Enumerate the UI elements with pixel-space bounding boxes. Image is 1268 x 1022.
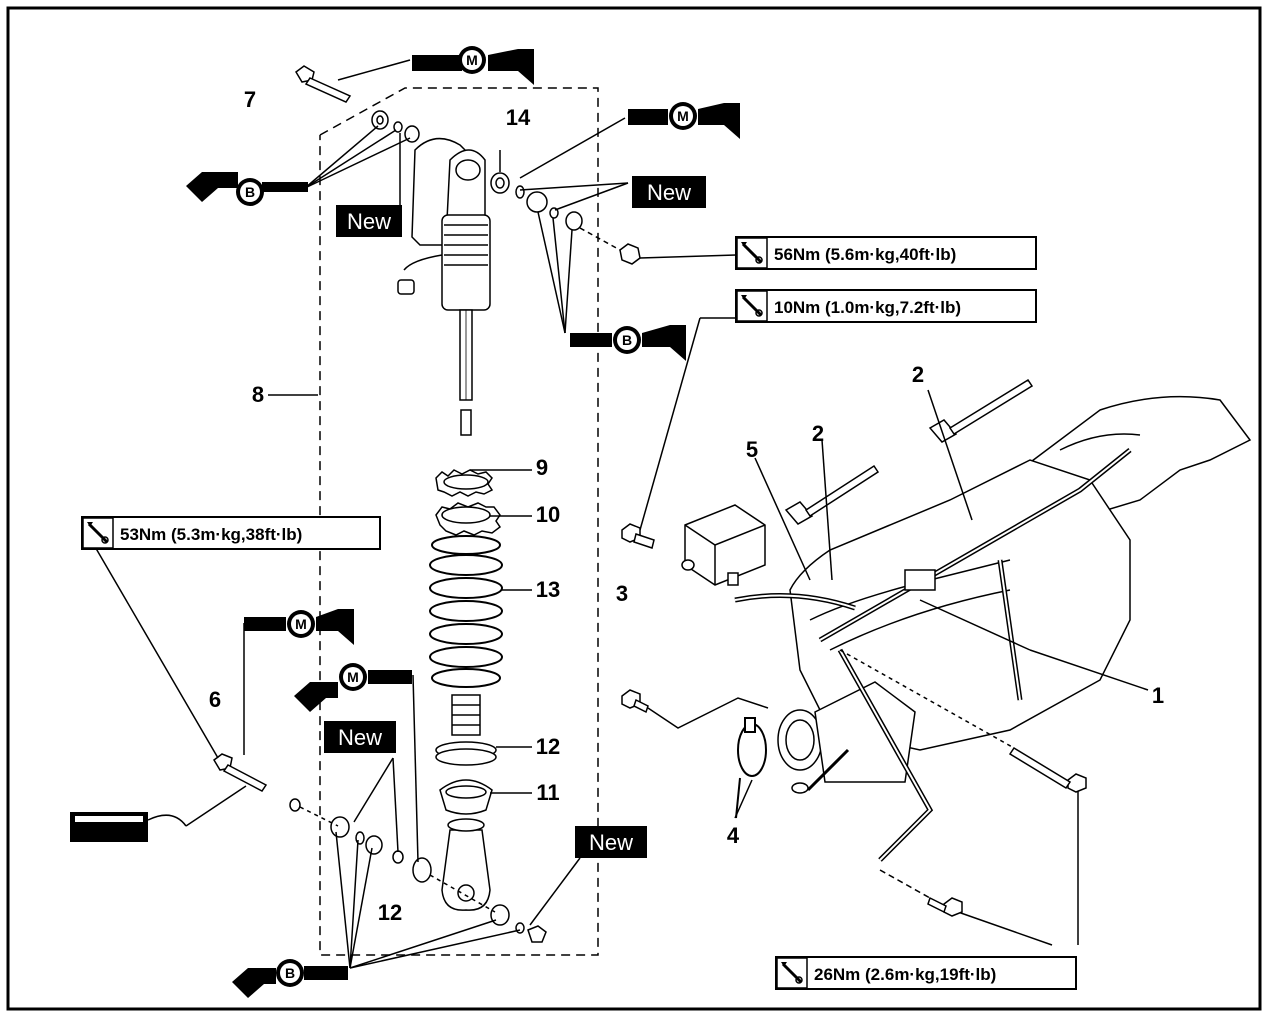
svg-text:B: B — [245, 184, 255, 200]
svg-text:10Nm (1.0m·kg,7.2ft·lb): 10Nm (1.0m·kg,7.2ft·lb) — [774, 298, 961, 317]
callout-10: 10 — [536, 502, 560, 527]
svg-text:New: New — [347, 209, 391, 234]
lower-hardware — [213, 753, 547, 943]
torque-box-53nm: 53Nm (5.3m·kg,38ft·lb) — [81, 516, 381, 550]
clamp-4 — [735, 717, 767, 819]
bolt-7 — [295, 65, 352, 103]
callout-13: 13 — [536, 577, 560, 602]
svg-text:B: B — [622, 332, 632, 348]
torque-box-10nm: 10Nm (1.0m·kg,7.2ft·lb) — [735, 289, 1037, 323]
part-5-box — [681, 504, 766, 586]
shock-absorber — [397, 137, 491, 436]
callout-14: 14 — [506, 105, 531, 130]
assembly-dashed-box — [319, 87, 599, 956]
svg-text:B: B — [285, 965, 295, 981]
moly-grease-icon-mid-left: M — [244, 609, 354, 645]
upper-hardware-right — [490, 172, 641, 265]
ring-nut-10 — [435, 502, 502, 536]
callout-numbers: 1 2 2 3 4 5 6 7 8 9 10 11 12 12 13 14 — [209, 87, 1164, 925]
moly-grease-icon-mid: M — [294, 663, 412, 712]
svg-text:56Nm (5.6m·kg,40ft·lb): 56Nm (5.6m·kg,40ft·lb) — [774, 245, 956, 264]
bolt-frame-long — [839, 649, 1087, 793]
cable-tie-2a — [784, 464, 880, 525]
new-label-upper-right: New — [632, 176, 706, 208]
svg-text:New: New — [338, 725, 382, 750]
ring-nut-9 — [435, 469, 494, 497]
callout-9: 9 — [536, 455, 548, 480]
callout-2-left: 2 — [812, 421, 824, 446]
moly-grease-icon-right: M — [628, 102, 740, 139]
svg-text:M: M — [347, 669, 359, 685]
damper-lower — [435, 694, 497, 911]
bearing-grease-icon-bottom: B — [232, 959, 348, 998]
moly-grease-icon-top: M — [412, 46, 534, 85]
cable-tie-2b — [928, 378, 1034, 443]
svg-text:M: M — [466, 52, 478, 68]
grease-tool-icon — [70, 785, 247, 842]
torque-box-56nm: 56Nm (5.6m·kg,40ft·lb) — [735, 236, 1037, 270]
bolt-frame-bottom — [879, 869, 963, 917]
bolt-airbox-left — [621, 689, 769, 729]
svg-text:New: New — [647, 180, 691, 205]
callout-4: 4 — [727, 823, 740, 848]
callout-12-right: 12 — [536, 734, 560, 759]
bearing-grease-icon-upper-left: B — [186, 172, 308, 206]
svg-text:M: M — [295, 616, 307, 632]
spring-13 — [429, 535, 503, 688]
callout-8: 8 — [252, 382, 264, 407]
callout-6: 6 — [209, 687, 221, 712]
leader-lines — [93, 59, 1079, 969]
svg-text:M: M — [677, 108, 689, 124]
svg-text:26Nm (2.6m·kg,19ft·lb): 26Nm (2.6m·kg,19ft·lb) — [814, 965, 996, 984]
callout-12-left: 12 — [378, 900, 402, 925]
svg-text:New: New — [589, 830, 633, 855]
callout-5: 5 — [746, 437, 758, 462]
callout-2-right: 2 — [912, 362, 924, 387]
callout-11: 11 — [536, 780, 559, 805]
callout-3: 3 — [616, 581, 628, 606]
new-label-lower-left: New — [324, 721, 396, 753]
new-label-upper-left: New — [336, 205, 402, 237]
callout-1: 1 — [1152, 683, 1164, 708]
upper-washers-left — [371, 110, 420, 143]
new-label-lower-right: New — [575, 826, 647, 858]
bolt-3 — [621, 523, 655, 549]
outer-border — [6, 6, 1262, 1011]
leader-lines-right — [734, 389, 1149, 819]
rear-frame-airbox — [734, 395, 1252, 862]
torque-box-26nm: 26Nm (2.6m·kg,19ft·lb) — [775, 956, 1077, 990]
bearing-grease-icon-right: B — [570, 325, 686, 361]
callout-7: 7 — [244, 87, 256, 112]
svg-text:53Nm (5.3m·kg,38ft·lb): 53Nm (5.3m·kg,38ft·lb) — [120, 525, 302, 544]
